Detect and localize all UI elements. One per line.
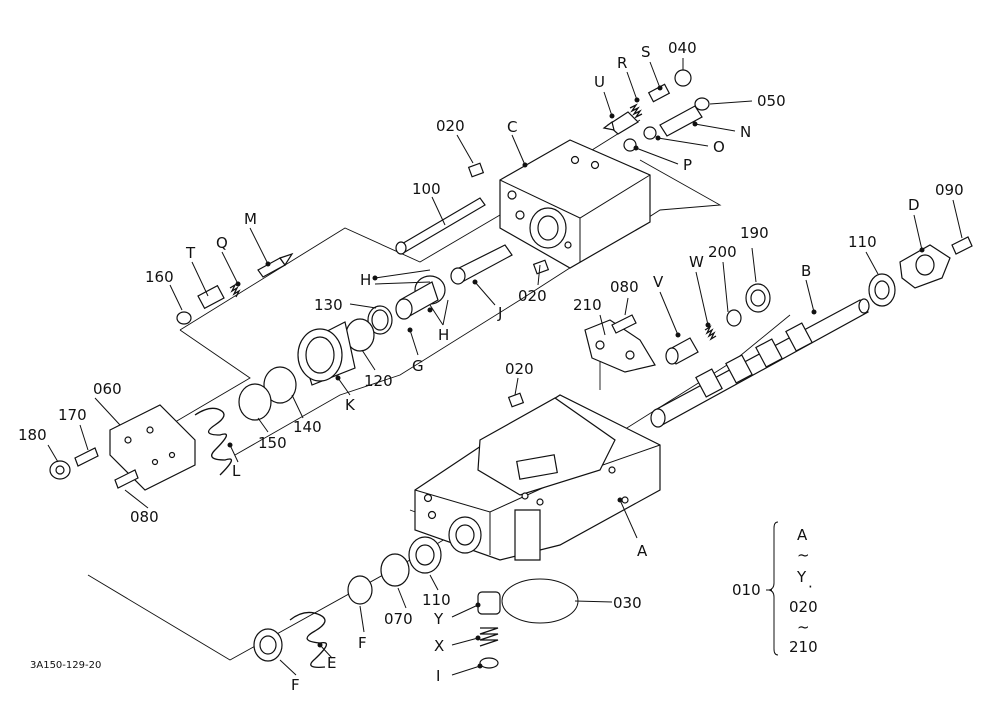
- label-160: 160: [145, 268, 174, 286]
- label-190: 190: [740, 224, 769, 242]
- plate-060: [109, 404, 196, 491]
- label-e: E: [327, 654, 336, 672]
- label-180: 180: [18, 426, 47, 444]
- label-k: K: [345, 396, 356, 414]
- lower-parts: [253, 536, 579, 669]
- label-i: I: [436, 667, 440, 685]
- label-050: 050: [757, 92, 786, 110]
- kit-line-y: Y: [796, 568, 807, 586]
- callout-labels: 040 S R U 050 N O P C 020 100 M Q T 160 …: [18, 39, 964, 694]
- label-150: 150: [258, 434, 287, 452]
- label-070: 070: [384, 610, 413, 628]
- kit-tilde-1: ~: [797, 546, 810, 564]
- label-u: U: [594, 73, 605, 91]
- assembly-guide-lines: [87, 119, 791, 661]
- part-b-spool: [650, 298, 870, 428]
- label-110-lower: 110: [422, 591, 451, 609]
- part-c-block: [499, 139, 651, 269]
- label-h-upper: H: [360, 271, 371, 289]
- plugs-020: [467, 162, 550, 408]
- label-j: J: [497, 304, 502, 322]
- label-c: C: [507, 118, 517, 136]
- label-v: V: [653, 273, 664, 291]
- kit-number: 010: [732, 581, 761, 599]
- label-h-lower: H: [438, 326, 449, 344]
- leader-lines: [47, 58, 963, 676]
- label-f-upper: F: [358, 634, 367, 652]
- label-120: 120: [364, 372, 393, 390]
- label-170: 170: [58, 406, 87, 424]
- label-080-left: 080: [130, 508, 159, 526]
- label-t: T: [185, 244, 196, 262]
- label-060: 060: [93, 380, 122, 398]
- label-020-mid: 020: [518, 287, 547, 305]
- label-s: S: [641, 43, 651, 61]
- upper-110-d-090: [868, 236, 973, 307]
- kit-line-210: 210: [789, 638, 818, 656]
- upper-right-small-parts: [602, 69, 710, 152]
- screw-080-left: [114, 469, 139, 489]
- label-030: 030: [613, 594, 642, 612]
- right-mid-parts: [665, 283, 771, 365]
- label-d: D: [908, 196, 920, 214]
- label-130: 130: [314, 296, 343, 314]
- label-020-top: 020: [436, 117, 465, 135]
- label-f-lower: F: [291, 676, 300, 694]
- label-q: Q: [216, 234, 228, 252]
- label-m: M: [244, 210, 257, 228]
- center-parts: [194, 244, 513, 476]
- screw-080-right: [611, 314, 637, 334]
- label-x: X: [434, 637, 444, 655]
- kit-line-a: A: [797, 526, 808, 544]
- kit-bracket: 010 A ~ Y · 020 ~ 210: [732, 521, 818, 656]
- label-a: A: [637, 542, 648, 560]
- label-210-part: 210: [573, 296, 602, 314]
- label-090: 090: [935, 181, 964, 199]
- label-y: Y: [433, 610, 444, 628]
- label-g: G: [412, 357, 424, 375]
- label-b: B: [801, 262, 811, 280]
- left-upper-parts: [176, 252, 294, 325]
- nut-180: [49, 460, 71, 480]
- label-p: P: [683, 156, 692, 174]
- kit-tilde-2: ~: [797, 618, 810, 636]
- label-080-right: 080: [610, 278, 639, 296]
- label-200: 200: [708, 243, 737, 261]
- label-100: 100: [412, 180, 441, 198]
- part-a-body: [414, 394, 661, 561]
- bolt-100: [395, 197, 486, 255]
- label-140: 140: [293, 418, 322, 436]
- screw-170: [74, 447, 99, 467]
- label-020-lower: 020: [505, 360, 534, 378]
- label-r: R: [617, 54, 627, 72]
- label-n: N: [740, 123, 751, 141]
- label-l: L: [232, 462, 241, 480]
- kit-separator: ·: [808, 578, 813, 596]
- drawing-reference: 3A150-129-20: [30, 660, 101, 671]
- label-110-upper: 110: [848, 233, 877, 251]
- label-w: W: [689, 253, 704, 271]
- kit-line-020: 020: [789, 598, 818, 616]
- label-o: O: [713, 138, 725, 156]
- label-040: 040: [668, 39, 697, 57]
- bracket-210: [584, 319, 656, 373]
